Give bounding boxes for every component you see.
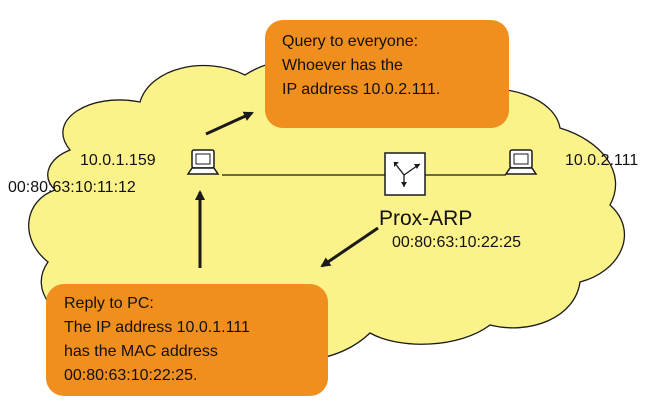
reply-line-2: The IP address 10.0.1.111 [64, 319, 250, 336]
reply-line-1: Reply to PC: [64, 295, 154, 312]
query-line-2: Whoever has the [282, 57, 403, 74]
query-line-1: Query to everyone: [282, 33, 418, 50]
query-line-3: IP address 10.0.2.111. [282, 81, 440, 98]
router-label: Prox-ARP [379, 207, 472, 230]
query-arrow [205, 111, 254, 136]
right-pc-laptop-icon [504, 149, 538, 175]
right-pc-ip: 10.0.2.111 [565, 152, 638, 169]
reply-line-3: has the MAC address [64, 343, 218, 360]
left-pc-laptop-icon [186, 149, 220, 175]
router-icon [384, 152, 426, 196]
router-mac: 00:80:63:10:22:25 [392, 234, 521, 251]
left-pc-ip: 10.0.1.159 [80, 152, 156, 169]
reply-callout: Reply to PC: The IP address 10.0.1.111 h… [46, 284, 328, 396]
left-pc-mac: 00:80:63:10:11:12 [8, 179, 136, 196]
query-callout: Query to everyone: Whoever has the IP ad… [265, 20, 509, 128]
reply-line-4: 00:80:63:10:22:25. [64, 367, 197, 384]
router-reply-arrow [320, 226, 379, 268]
